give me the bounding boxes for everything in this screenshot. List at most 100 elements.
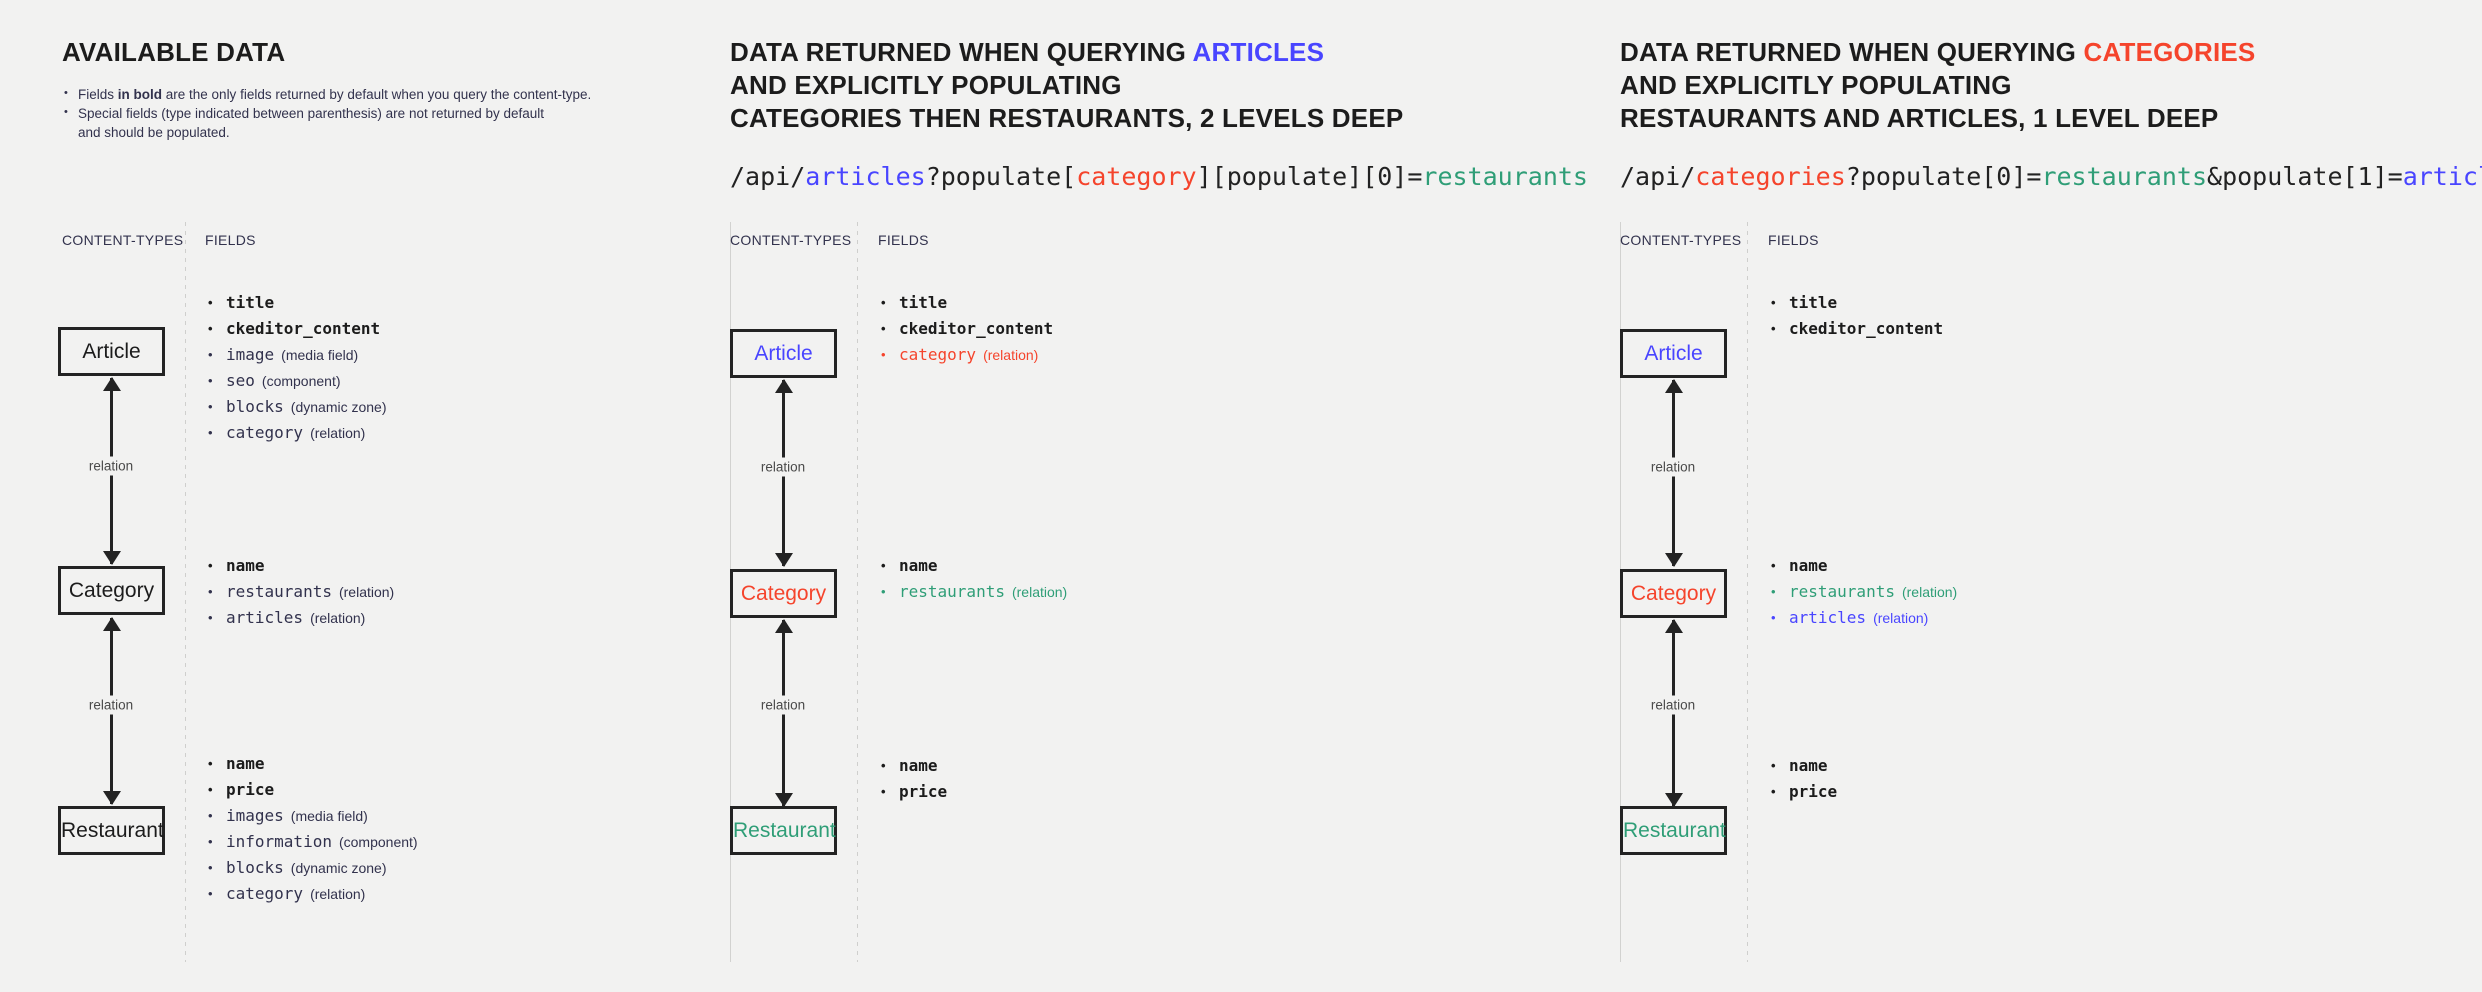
field-group-category: name restaurants (relation) articles(rela…: [1768, 553, 1957, 631]
note-post: are the only fields returned by default …: [162, 87, 592, 102]
field-item: category(relation): [205, 881, 418, 907]
column-header-content-types: CONTENT-TYPES: [730, 232, 852, 248]
field-type: (relation): [310, 425, 366, 441]
field-name: ckeditor_content: [1789, 319, 1944, 338]
title-accent: CATEGORIES: [2083, 37, 2256, 67]
field-item: price: [1768, 779, 1844, 805]
api-seg: articles: [2402, 162, 2482, 191]
title-line-1: DATA RETURNED WHEN QUERYING ARTICLES: [730, 37, 1324, 67]
page-title: DATA RETURNED WHEN QUERYING ARTICLES AND…: [730, 36, 1530, 135]
node-restaurant[interactable]: Restaurant: [730, 806, 837, 855]
api-seg: ?populate[0]=: [1845, 162, 2042, 191]
field-name: restaurants: [1789, 582, 1895, 601]
field-item: name: [878, 553, 1067, 579]
field-name: price: [1789, 782, 1838, 801]
page-title: DATA RETURNED WHEN QUERYING CATEGORIES A…: [1620, 36, 2420, 135]
field-item: ckeditor_content: [205, 316, 387, 342]
field-item: name: [1768, 553, 1957, 579]
relation-label-2: relation: [753, 695, 813, 715]
title-accent: ARTICLES: [1192, 37, 1325, 67]
api-seg: &populate[1]=: [2207, 162, 2403, 191]
api-seg: ?populate[: [925, 162, 1077, 191]
page-title: AVAILABLE DATA: [62, 37, 286, 67]
field-name: title: [1789, 293, 1838, 312]
field-item: restaurants (relation): [1768, 579, 1957, 605]
field-type: (relation): [1901, 584, 1958, 600]
node-article[interactable]: Article: [1620, 329, 1727, 378]
node-restaurant[interactable]: Restaurant: [58, 806, 165, 855]
field-group-restaurant: name price: [1768, 753, 1844, 805]
field-list: name price: [1768, 753, 1844, 805]
field-item: image (media field): [205, 342, 387, 368]
field-name: category: [226, 884, 304, 903]
field-list: title ckeditor_content image (media field…: [205, 290, 387, 446]
node-category[interactable]: Category: [1620, 569, 1727, 618]
api-seg: restaurants: [2041, 162, 2208, 191]
field-name: articles: [1789, 608, 1867, 627]
field-item: title: [878, 290, 1060, 316]
field-name: image: [226, 345, 275, 364]
field-item: price: [878, 779, 954, 805]
field-list: name restaurants (relation) articles(rela…: [205, 553, 394, 631]
field-name: ckeditor_content: [899, 319, 1054, 338]
relation-label-2: relation: [1643, 695, 1703, 715]
field-item: name: [878, 753, 954, 779]
field-name: articles: [226, 608, 304, 627]
field-list: name price: [878, 753, 954, 805]
title-text: DATA RETURNED WHEN QUERYING: [730, 37, 1193, 67]
field-type: (relation): [983, 347, 1039, 363]
field-group-restaurant: name price images(media field) informati…: [205, 751, 418, 907]
api-seg: /api/: [730, 162, 806, 191]
field-type: (dynamic zone): [290, 860, 387, 876]
field-name: name: [1789, 756, 1828, 775]
api-seg: categories: [1695, 162, 1846, 191]
note-pre: Fields: [78, 87, 118, 102]
field-item: restaurants(relation): [878, 579, 1067, 605]
note-bold: in bold: [117, 87, 163, 102]
field-item: title: [1768, 290, 1950, 316]
field-name: ckeditor_content: [226, 319, 381, 338]
api-path: /api/articles?populate[category][populat…: [730, 161, 1588, 193]
field-item: category (relation): [878, 342, 1060, 368]
relation-label-2: relation: [81, 695, 141, 715]
node-category[interactable]: Category: [730, 569, 837, 618]
field-list: name price images(media field) informati…: [205, 751, 418, 907]
field-name: blocks: [226, 397, 284, 416]
panel-available-data: AVAILABLE DATA Fields in bold are the on…: [0, 0, 730, 992]
field-list: title ckeditor_content: [1768, 290, 1950, 342]
panel-header: AVAILABLE DATA Fields in bold are the on…: [62, 36, 862, 142]
api-seg: /api/: [1620, 162, 1696, 191]
field-item: name: [205, 553, 394, 579]
field-type: (component): [338, 834, 418, 850]
api-seg: category: [1076, 162, 1197, 191]
field-group-article: title ckeditor_content: [1768, 290, 1950, 342]
node-restaurant[interactable]: Restaurant: [1620, 806, 1727, 855]
field-list: name restaurants(relation): [878, 553, 1067, 605]
field-item: seo (component): [205, 368, 387, 394]
note-item-1: Fields in bold are the only fields retur…: [62, 84, 862, 104]
panel-header: DATA RETURNED WHEN QUERYING ARTICLES AND…: [730, 36, 1588, 193]
field-name: name: [226, 556, 265, 575]
field-group-restaurant: name price: [878, 753, 954, 805]
field-type: (media field): [281, 347, 359, 363]
field-type: (dynamic zone): [290, 399, 387, 415]
field-name: restaurants: [226, 582, 332, 601]
field-item: articles(relation): [205, 605, 394, 631]
node-article[interactable]: Article: [58, 327, 165, 376]
field-name: seo: [226, 371, 255, 390]
field-item: name: [1768, 753, 1844, 779]
column-header-fields: FIELDS: [1768, 232, 1819, 248]
field-name: category: [226, 423, 304, 442]
field-type: (component): [261, 373, 341, 389]
field-name: category: [899, 345, 977, 364]
node-article[interactable]: Article: [730, 329, 837, 378]
column-header-content-types: CONTENT-TYPES: [1620, 232, 1742, 248]
api-seg: articles: [805, 162, 926, 191]
node-category[interactable]: Category: [58, 566, 165, 615]
field-group-category: name restaurants(relation): [878, 553, 1067, 605]
field-item: ckeditor_content: [878, 316, 1060, 342]
field-name: title: [899, 293, 948, 312]
field-item: articles(relation): [1768, 605, 1957, 631]
field-name: title: [226, 293, 275, 312]
field-type: (relation): [338, 584, 395, 600]
